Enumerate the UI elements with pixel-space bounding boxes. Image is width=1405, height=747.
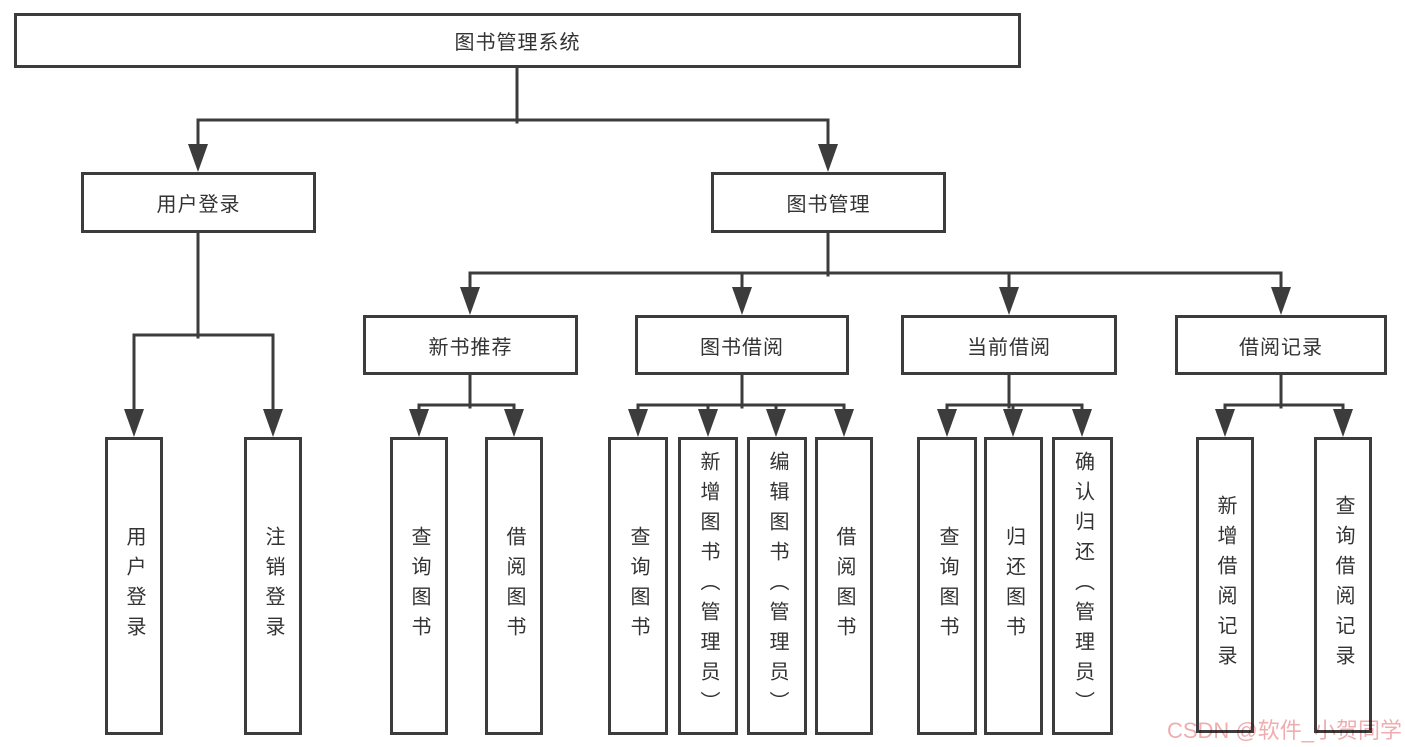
leaf-cb-query-book: 查询图书	[917, 437, 977, 735]
node-root-label: 图书管理系统	[454, 32, 581, 54]
leaf-nbr-borrow-book: 借阅图书	[485, 437, 543, 735]
leaf-br-query-record: 查询借阅记录	[1314, 437, 1372, 733]
leaf-nbr-query-book: 查询图书	[390, 437, 448, 735]
node-book-management-label: 图书管理	[786, 194, 871, 216]
node-root: 图书管理系统	[14, 13, 1021, 68]
node-current-borrow-label: 当前借阅	[967, 336, 1051, 359]
node-borrow-record: 借阅记录	[1175, 315, 1387, 375]
leaf-bb-borrow-book: 借阅图书	[815, 437, 873, 735]
node-new-book-recommend: 新书推荐	[363, 315, 578, 375]
node-book-borrow: 图书借阅	[635, 315, 849, 375]
leaf-br-add-record-label: 新增借阅记录	[1214, 495, 1236, 675]
leaf-cb-confirm-return-label: 确认归还（管理员）	[1071, 451, 1094, 721]
leaf-logout-label: 注销登录	[262, 526, 284, 646]
csdn-watermark: CSDN @软件_小贺同学	[1166, 718, 1402, 743]
node-book-management: 图书管理	[711, 172, 946, 233]
leaf-bb-borrow-book-label: 借阅图书	[833, 526, 855, 646]
leaf-nbr-borrow-book-label: 借阅图书	[503, 526, 525, 646]
leaf-br-add-record: 新增借阅记录	[1196, 437, 1254, 733]
leaf-bb-edit-book: 编辑图书（管理员）	[747, 437, 807, 735]
leaf-br-query-record-label: 查询借阅记录	[1332, 495, 1354, 675]
leaf-user-login-label: 用户登录	[123, 526, 145, 646]
node-borrow-record-label: 借阅记录	[1239, 336, 1323, 359]
leaf-logout: 注销登录	[244, 437, 302, 735]
leaf-bb-query-book-label: 查询图书	[627, 526, 649, 646]
leaf-nbr-query-book-label: 查询图书	[408, 526, 430, 646]
leaf-cb-return-book-label: 归还图书	[1002, 526, 1025, 646]
node-book-borrow-label: 图书借阅	[700, 336, 784, 359]
node-user-login: 用户登录	[81, 172, 316, 233]
leaf-bb-add-book: 新增图书（管理员）	[678, 437, 738, 735]
arrowheads	[124, 144, 1353, 437]
node-current-borrow: 当前借阅	[901, 315, 1117, 375]
node-new-book-recommend-label: 新书推荐	[428, 336, 513, 359]
node-user-login-label: 用户登录	[156, 194, 241, 216]
leaf-bb-query-book: 查询图书	[608, 437, 668, 735]
leaf-bb-edit-book-label: 编辑图书（管理员）	[766, 451, 788, 721]
leaf-user-login: 用户登录	[105, 437, 163, 735]
leaf-bb-add-book-label: 新增图书（管理员）	[697, 451, 719, 721]
leaf-cb-query-book-label: 查询图书	[936, 526, 958, 646]
leaf-cb-return-book: 归还图书	[984, 437, 1043, 735]
leaf-cb-confirm-return: 确认归还（管理员）	[1052, 437, 1113, 735]
